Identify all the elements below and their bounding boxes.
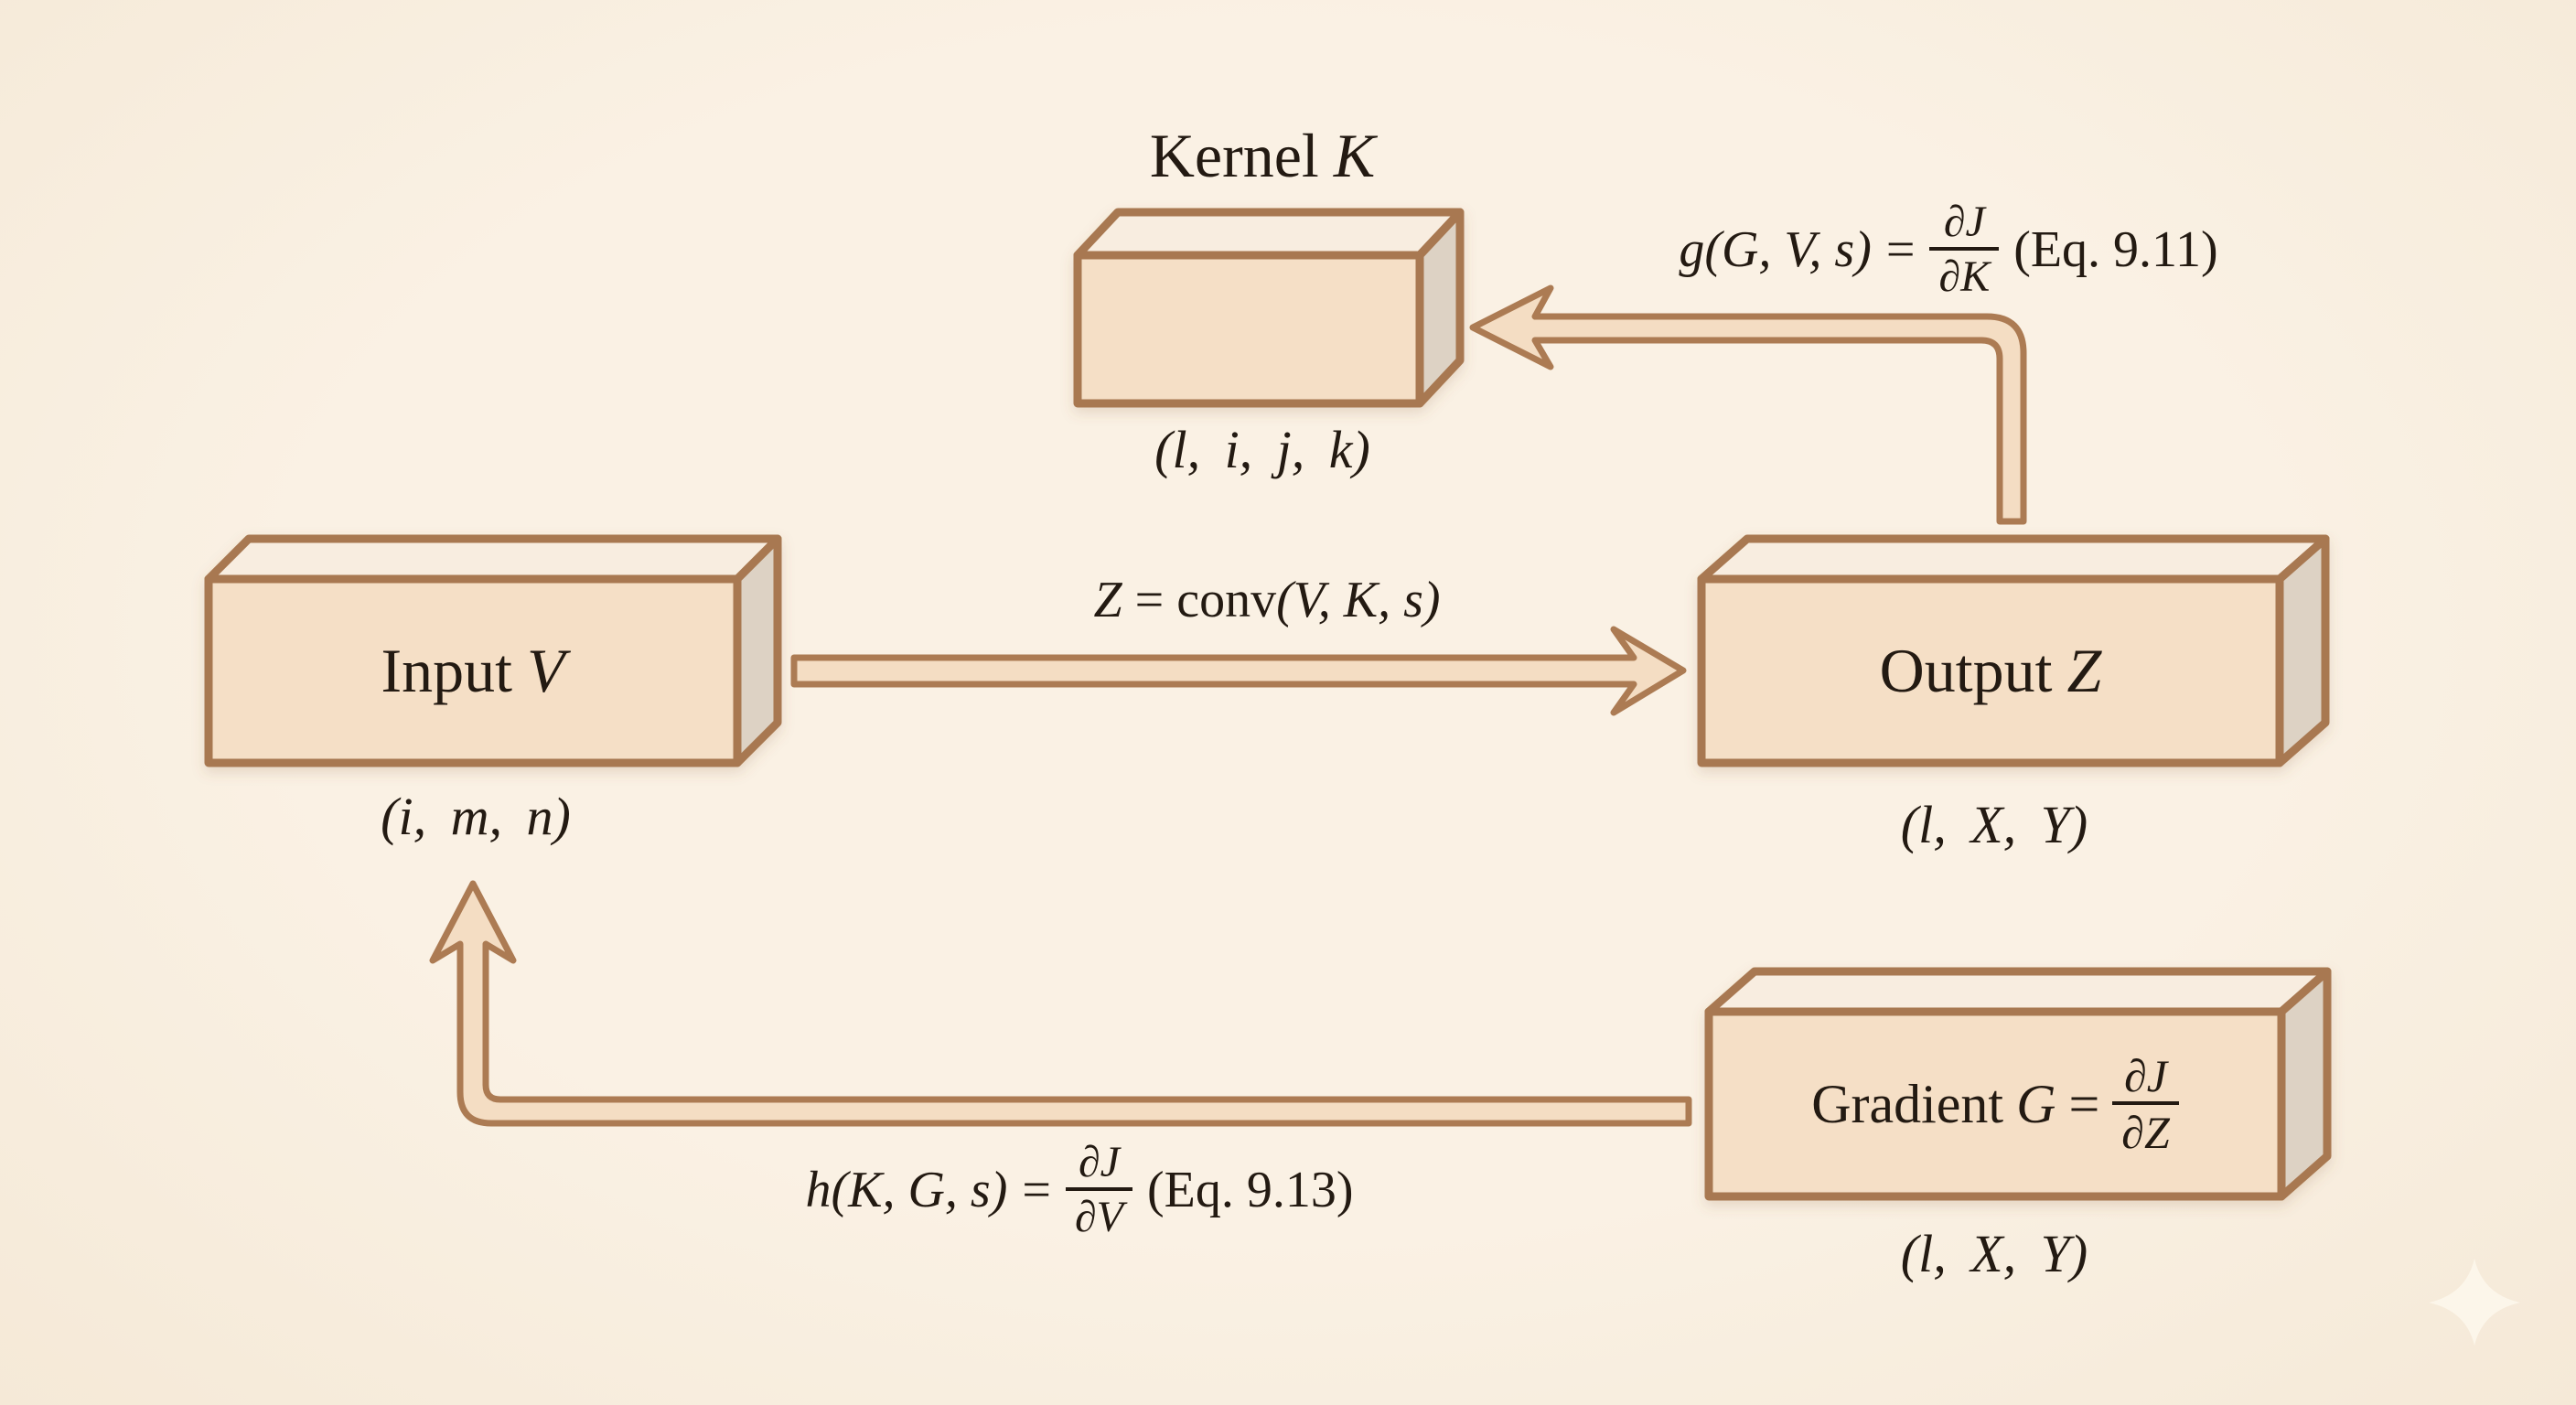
output-dims: (l, X, Y) [1900,794,2088,854]
input-dims: (i, m, n) [381,786,571,846]
kernel-box [1073,208,1465,408]
output-box-top-face [1697,534,2330,584]
kernel-box-top-face [1073,208,1465,260]
forward-args: (V, K, s) [1276,572,1441,628]
gradient-box-top-face [1704,967,2332,1016]
forward-func: conv [1176,572,1277,628]
kernel-grad-lhs: g(G, V, s) [1679,220,1872,278]
gradient-equals: = [2068,1073,2100,1134]
output-box-side-face [2275,534,2330,767]
output-box-front-face [1697,574,2284,767]
output-box [1697,534,2330,767]
input-name: Input [381,636,512,705]
input-gradient-equation: h(K, G, s) = ∂J ∂V (Eq. 9.13) [668,1123,1491,1256]
gradient-name: Gradient [1811,1073,2004,1134]
gradient-box-label: Gradient G = ∂J ∂Z [1709,1012,2281,1196]
gradient-box [1704,967,2332,1201]
kernel-grad-equals: = [1885,220,1916,278]
forward-conv-equation: Z = conv(V, K, s) [933,560,1601,640]
kernel-grad-fraction: ∂J ∂K [1929,197,2000,302]
kernel-grad-frac-den: ∂K [1929,246,2000,302]
input-gradient-arrow [429,880,1692,1127]
input-symbol: V [527,636,565,705]
output-name: Output [1879,636,2053,705]
gradient-dims: (l, X, Y) [1900,1223,2088,1283]
kernel-gradient-equation: g(G, V, s) = ∂J ∂K (Eq. 9.11) [1546,183,2351,316]
gradient-frac-num: ∂J [2124,1050,2167,1101]
kernel-grad-eq-ref: (Eq. 9.11) [2013,220,2218,278]
forward-lhs: Z [1093,572,1122,628]
kernel-dims: (l, i, j, k) [1154,419,1370,479]
forward-conv-arrow [790,626,1687,716]
forward-equals: = [1134,572,1165,628]
gradient-fraction: ∂J ∂Z [2112,1050,2179,1158]
input-grad-eq-ref: (Eq. 9.13) [1147,1161,1354,1218]
kernel-symbol: K [1333,120,1376,190]
kernel-gradient-arrow [1469,284,2027,525]
input-grad-fraction: ∂J ∂V [1065,1137,1132,1242]
input-box-side-face [733,534,782,767]
output-symbol: Z [2066,636,2102,705]
input-box [204,534,782,767]
input-grad-equals: = [1022,1161,1051,1218]
kernel-name: Kernel [1149,120,1319,190]
input-box-front-face [204,574,742,767]
sparkle-icon [2429,1259,2520,1346]
kernel-box-front-face [1073,251,1424,408]
gradient-box-front-face [1704,1007,2286,1201]
gradient-box-side-face [2277,967,2332,1201]
input-grad-frac-den: ∂V [1065,1186,1132,1242]
input-grad-frac-num: ∂J [1078,1137,1120,1186]
gradient-frac-den: ∂Z [2112,1101,2179,1158]
input-grad-lhs: h(K, G, s) [805,1161,1008,1218]
kernel-grad-frac-num: ∂J [1943,197,1985,246]
input-box-top-face [204,534,782,584]
gradient-symbol: G [2016,1073,2056,1134]
